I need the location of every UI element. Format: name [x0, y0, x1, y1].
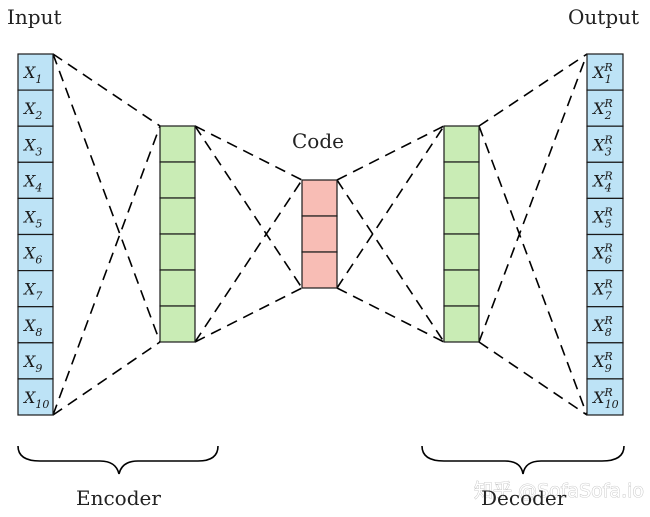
input-cell-label-9: X9	[22, 352, 42, 375]
encoder-hidden-cell-1	[159, 125, 196, 163]
output-cell-3	[586, 125, 624, 163]
edge-15	[478, 53, 588, 343]
input-cell-label-5: X5	[22, 207, 42, 230]
output-cell-10	[586, 378, 624, 416]
decoder-hidden-cell-6	[443, 305, 480, 343]
code-label: Code	[292, 129, 344, 153]
edge-3	[52, 125, 161, 416]
output-label: Output	[568, 5, 639, 29]
input-cell-3	[17, 125, 54, 163]
watermark: 知乎 @SofaSofa.io	[474, 480, 644, 502]
output-cell-6	[586, 233, 624, 272]
input-cell-label-1: X1	[22, 63, 42, 86]
output-cell-4	[586, 161, 624, 200]
output-cell-1	[586, 53, 624, 91]
input-cell-label-2: X2	[22, 99, 42, 122]
input-cell-1	[17, 53, 54, 91]
encoder-hidden-cell-3	[159, 197, 196, 235]
output-cell-7	[586, 270, 624, 308]
edge-11	[336, 125, 445, 289]
decoder-hidden-cell-2	[443, 161, 480, 199]
decoder-hidden-cell-5	[443, 269, 480, 307]
connection-edges	[52, 53, 588, 416]
input-cell-label-10: X10	[22, 388, 49, 411]
input-cell-label-6: X6	[22, 244, 42, 267]
edge-5	[194, 125, 303, 181]
input-label: Input	[7, 5, 62, 29]
edge-14	[478, 125, 588, 416]
output-cell-9	[586, 342, 624, 380]
encoder-label: Encoder	[76, 486, 161, 510]
edge-10	[336, 179, 445, 343]
edge-9	[336, 125, 445, 181]
edge-8	[194, 287, 303, 343]
output-cell-2	[586, 89, 624, 127]
input-cell-label-4: X4	[22, 171, 42, 194]
edge-4	[52, 341, 161, 416]
decoder-label: Decoder	[481, 486, 567, 510]
edge-7	[194, 179, 303, 343]
input-cell-label-8: X8	[22, 316, 42, 339]
edge-1	[52, 53, 161, 127]
encoder-hidden-cell-2	[159, 161, 196, 199]
encoder-brace	[17, 445, 219, 475]
decoder-hidden-cell-1	[443, 125, 480, 163]
encoder-hidden-cell-5	[159, 269, 196, 307]
input-cell-6	[17, 233, 54, 272]
edge-13	[478, 53, 588, 127]
decoder-brace	[421, 445, 625, 475]
input-cell-9	[17, 342, 54, 380]
decoder-hidden-cell-3	[443, 197, 480, 235]
edge-6	[194, 125, 303, 289]
edge-12	[336, 287, 445, 343]
input-cell-8	[17, 306, 54, 344]
input-cell-label-7: X7	[22, 280, 42, 303]
edge-16	[478, 341, 588, 416]
output-cell-5	[586, 197, 624, 236]
code-cell-1	[301, 179, 338, 217]
code-cell-2	[301, 215, 338, 253]
input-cell-label-3: X3	[22, 135, 42, 158]
encoder-hidden-cell-6	[159, 305, 196, 343]
code-cell-3	[301, 251, 338, 289]
input-cell-2	[17, 89, 54, 127]
edge-2	[52, 53, 161, 343]
encoder-hidden-cell-4	[159, 233, 196, 271]
input-cell-10	[17, 378, 54, 416]
input-cell-4	[17, 161, 54, 200]
input-cell-5	[17, 197, 54, 236]
decoder-hidden-cell-4	[443, 233, 480, 271]
input-cell-7	[17, 270, 54, 308]
